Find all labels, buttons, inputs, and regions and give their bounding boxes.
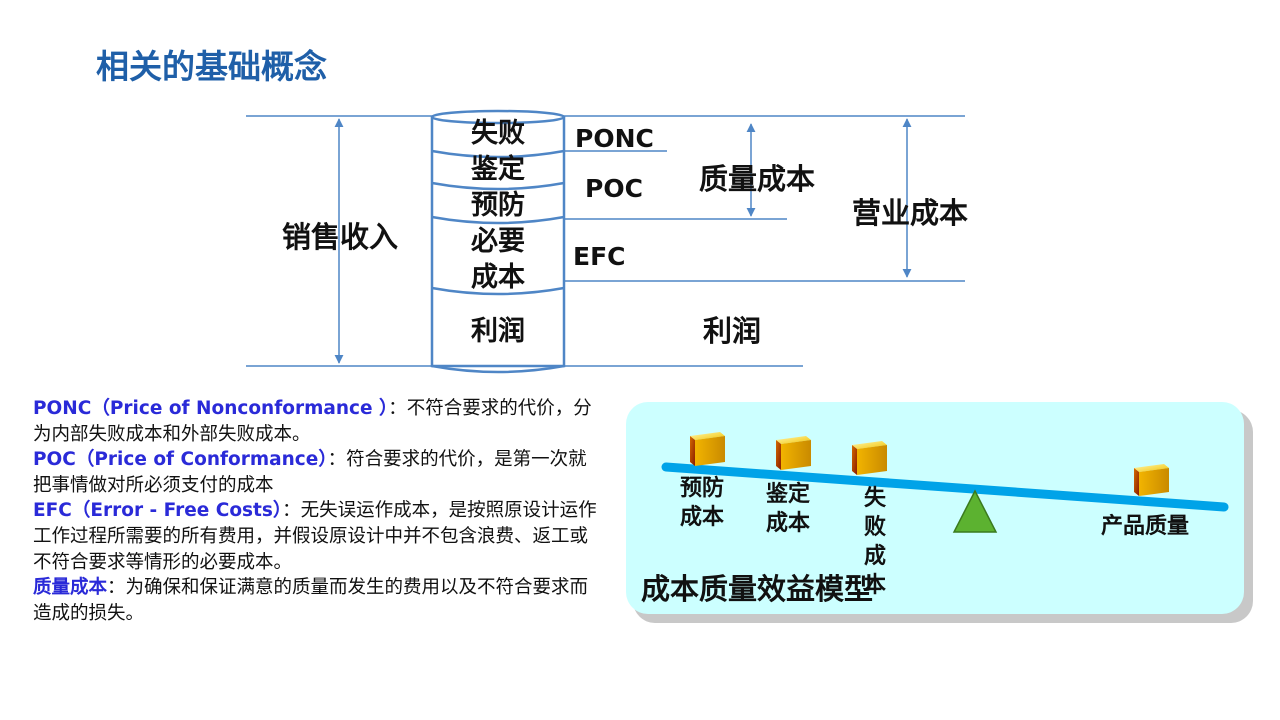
definition-sep: ： (107, 577, 126, 599)
definition-sep: ： (327, 449, 347, 471)
segment-profit: 利润 (471, 316, 525, 347)
appraisal-cost-label: 鉴定 成本 (766, 482, 811, 536)
model-title: 成本质量效益模型 (641, 572, 874, 606)
balance-beam (661, 462, 1229, 512)
segment-cost: 成本 (471, 262, 525, 293)
definition-ponc: PONC（Price of Nonconformance ）：不符合要求的代价，… (33, 396, 598, 447)
segment-prevention: 预防 (471, 190, 525, 221)
definition-term: PONC（Price of Nonconformance ） (33, 398, 389, 419)
product-quality-label: 产品质量 (1101, 514, 1190, 539)
segment-necessary: 必要 (471, 226, 525, 257)
prevention-box (690, 432, 725, 466)
efc-label: EFC (573, 242, 626, 271)
fulcrum-triangle (952, 489, 998, 533)
model-panel (626, 402, 1244, 614)
definitions: PONC（Price of Nonconformance ）：不符合要求的代价，… (33, 396, 598, 626)
segment-failure: 失败 (471, 118, 525, 149)
operating-cost-label: 营业成本 (852, 196, 969, 230)
ponc-label: PONC (575, 124, 654, 153)
definition-sep: ： (282, 500, 301, 522)
definition-term: POC（Price of Conformance） (33, 449, 328, 471)
failure-box (852, 441, 887, 475)
definition-term: 质量成本 (33, 577, 108, 599)
definition-quality-cost: 质量成本：为确保和保证满意的质量而发生的费用以及不符合要求而造成的损失。 (33, 575, 598, 626)
failure-cost-label: 失 败 成 本 (864, 486, 887, 598)
definition-sep: ： (388, 398, 407, 419)
prevention-cost-label: 预防 成本 (680, 476, 725, 530)
definition-term: EFC（Error - Free Costs） (33, 500, 283, 522)
appraisal-box (776, 436, 811, 470)
sales-label: 销售收入 (282, 220, 399, 254)
definition-text: 不符合要求的代价，分为内部失败成本和外部失败成本。 (33, 398, 592, 445)
definition-efc: EFC（Error - Free Costs）：无失误运作成本，是按照原设计运作… (33, 498, 598, 575)
definition-poc: POC（Price of Conformance）：符合要求的代价，是第一次就把… (33, 447, 598, 498)
product-quality-box (1134, 464, 1169, 496)
definition-text: 为确保和保证满意的质量而发生的费用以及不符合要求而造成的损失。 (33, 577, 589, 624)
segment-appraisal: 鉴定 (471, 154, 525, 185)
quality-cost-label: 质量成本 (699, 162, 816, 196)
profit-label: 利润 (703, 314, 762, 348)
poc-label: POC (585, 174, 643, 203)
cost-cylinder (430, 109, 566, 374)
definition-text: 符合要求的代价，是第一次就把事情做对所必须支付的成本 (33, 449, 587, 496)
page-title: 相关的基础概念 (96, 47, 327, 86)
definition-text: 无失误运作成本，是按照原设计运作工作过程所需要的所有费用，并假设原设计中并不包含… (33, 500, 597, 573)
